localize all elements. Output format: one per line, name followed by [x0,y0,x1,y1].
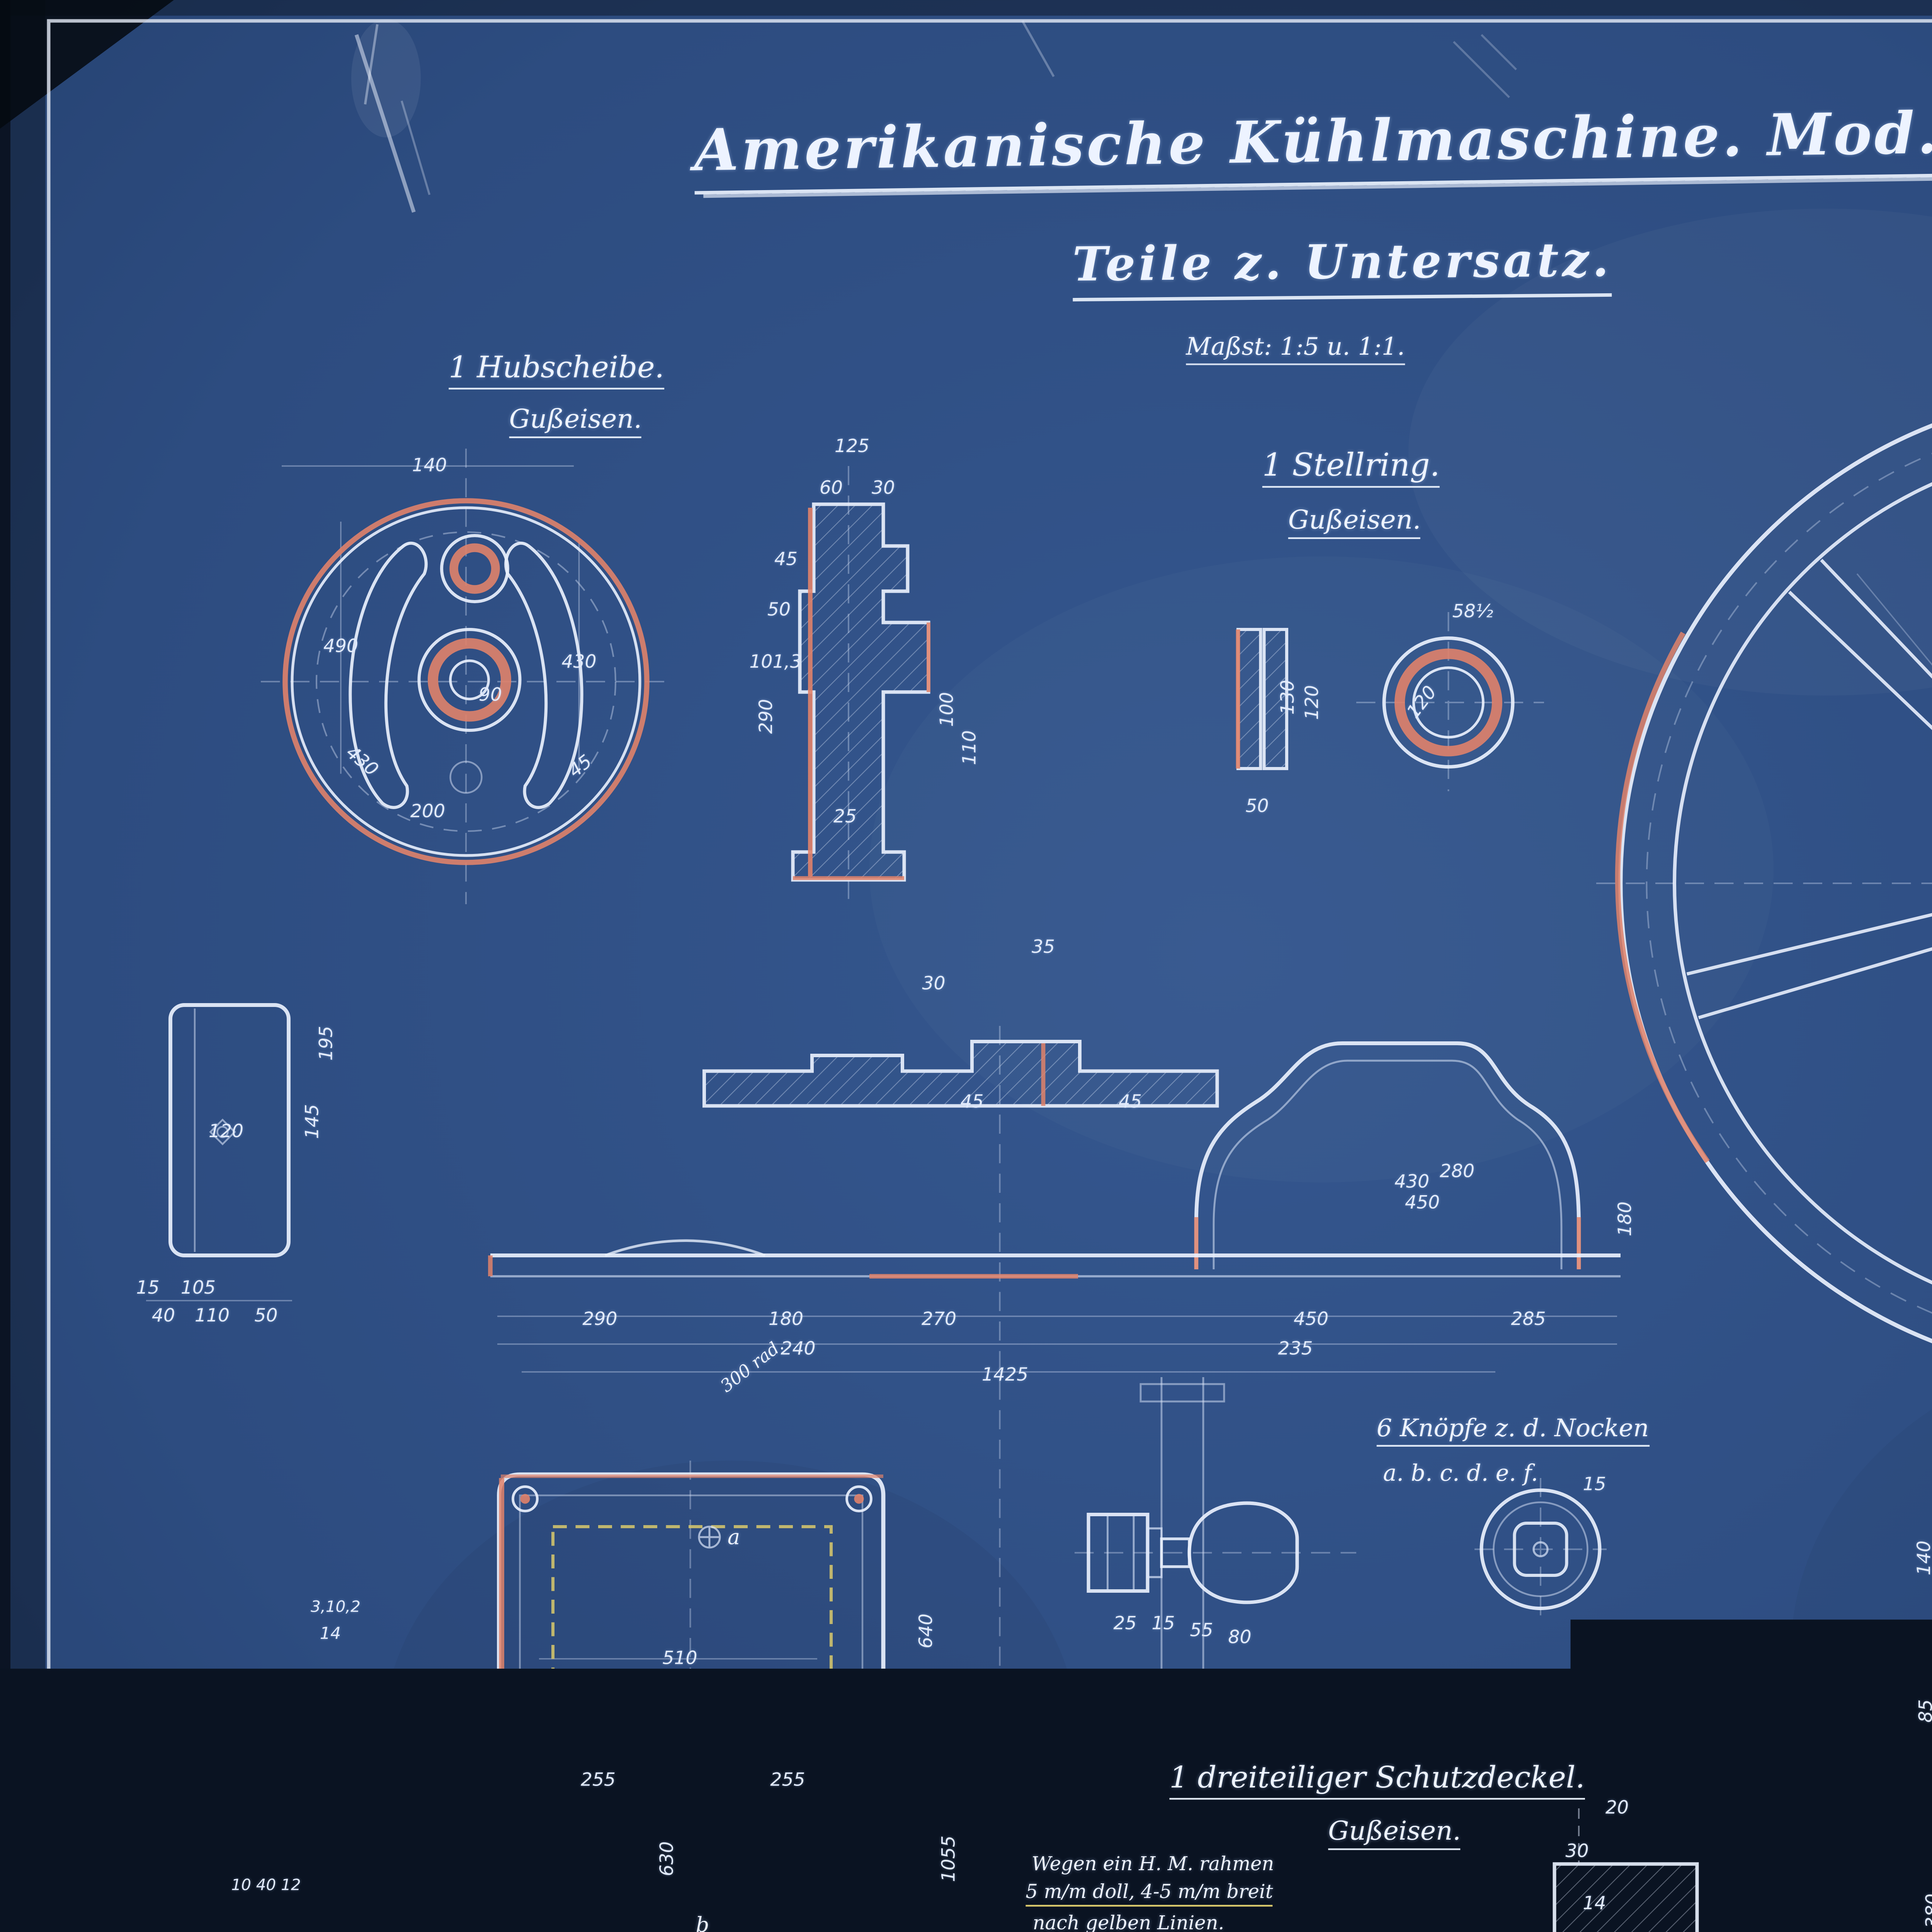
dimension-text: 15 [136,1278,159,1299]
dimension-text: 50 [254,1306,277,1327]
dimension-text: 255 [770,1770,805,1791]
dimension-text: 58½ [1452,602,1493,622]
part-label: 1 Hubscheibe. [449,351,664,389]
dimension-text: 14 [1583,1894,1606,1915]
dimension-text: 110 [195,1306,230,1327]
dimension-text: 140 [1915,1541,1932,1575]
dimension-text: 105 [181,1278,216,1299]
dimension-text: 450 [1294,1310,1328,1330]
dimension-text: 35 [1032,937,1055,958]
part-label: Gußeisen. [1288,504,1421,539]
dimension-text: 25 [833,807,857,828]
dimension-text: 15 [1151,1614,1175,1634]
dimension-text: 145 [303,1104,323,1139]
dimension-text: 120 [1303,685,1323,720]
dimension-text: 85 [1916,1699,1932,1723]
dimension-text: 280 [1440,1162,1475,1182]
dimension-text: 10 40 12 [231,1878,301,1895]
part-label: 6 Knöpfe z. d. Nocken [1377,1415,1649,1447]
part-label: 5 m/m doll, 4-5 m/m breit [1026,1881,1273,1907]
dimension-text: 180 [769,1310,803,1330]
dimension-text: 25 [1113,1614,1136,1634]
part-label: Wegen ein H. M. rahmen [1032,1853,1274,1876]
dimension-text: 290 [757,699,777,734]
scale-note: Maßst: 1:5 u. 1:1. [1186,334,1405,365]
dimension-text: 110 [960,730,981,765]
dimension-text: 195 [316,1026,337,1061]
dimension-text: 20 [1605,1798,1629,1819]
dimension-text: 430 [561,652,596,673]
dimension-text: 55 [1190,1621,1213,1641]
dimension-text: 120 [209,1122,243,1143]
dimension-text: 30 [872,478,895,499]
dimension-text: 45 [1119,1092,1142,1113]
dimension-text: 290 [582,1310,617,1330]
dimension-text: 40 [152,1306,175,1327]
dimension-text: 255 [581,1770,616,1791]
dimension-text: 101,3 [749,652,801,673]
dimension-text: 14 [320,1625,341,1644]
dimension-text: 3,10,2 [311,1600,361,1617]
dimension-text: 45 [960,1092,983,1113]
dimension-text: 130 [1278,680,1299,714]
dimension-text: 90 [479,685,502,706]
dimension-text: 235 [1278,1339,1313,1360]
dimension-text: 450 [1405,1193,1440,1214]
dimension-text: 270 [922,1310,956,1330]
dimension-text: 80 [1228,1628,1251,1648]
dimension-text: 640 [917,1614,937,1648]
dimension-text: 285 [1511,1310,1546,1330]
part-label: b [696,1913,709,1932]
part-label: 1 dreiteiliger Schutzdeckel. [1169,1762,1585,1800]
dimension-text: 1425 [982,1365,1028,1386]
part-label: 1 Stellring. [1262,448,1440,488]
dimension-text: 30 [1565,1842,1588,1862]
dimension-text: 60 [820,478,843,499]
part-label: Gußeisen. [1328,1815,1461,1850]
dimension-text: 50 [1245,796,1269,817]
part-label: a [728,1525,740,1549]
dimension-text: 50 [767,600,791,621]
dimension-text: 490 [323,636,358,657]
dimension-text: 430 [1395,1172,1429,1193]
dimension-text: 100 [937,692,958,727]
dimension-text: 45 [774,549,798,570]
dimension-text: 510 [662,1648,697,1669]
dimension-text: 180 [1616,1201,1636,1236]
dimension-text: 30 [922,974,945,995]
dimension-text: 140 [412,456,447,476]
part-label: Gußeisen. [509,403,642,438]
dimension-text: 200 [410,802,445,823]
dimension-text: 125 [835,437,869,457]
dimension-text: 1055 [939,1835,960,1882]
dimension-text: 380 [1923,1893,1932,1928]
dimension-text: 240 [781,1339,815,1360]
sheet-subtitle: Teile z. Untersatz. [1072,234,1612,301]
dimension-text: 15 [1583,1475,1606,1495]
part-label: nach gelben Linien. [1033,1912,1224,1932]
dimension-text: 630 [657,1841,678,1876]
part-label: a. b. c. d. e. f. [1383,1461,1538,1488]
